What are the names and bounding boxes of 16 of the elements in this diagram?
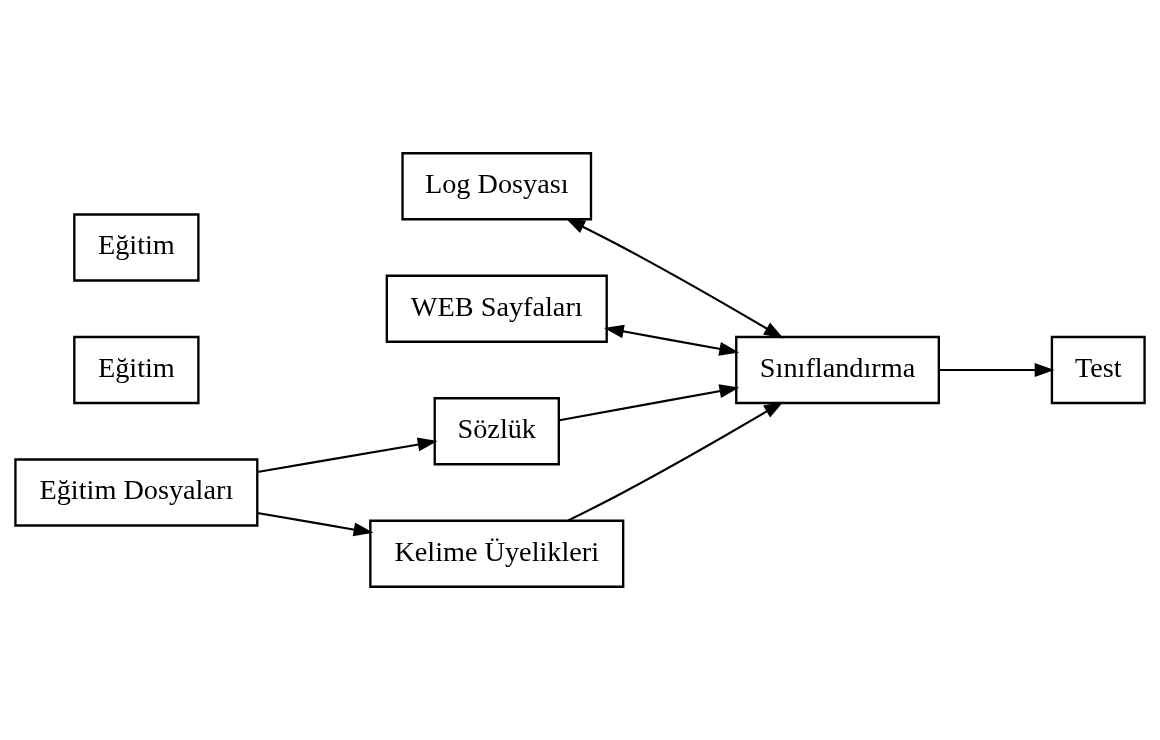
node-box: Eğitim Dosyaları [14, 458, 259, 527]
node-box: Sözlük [433, 397, 560, 466]
arrow [567, 401, 784, 522]
arrow [257, 511, 374, 537]
node-box: Eğitim [73, 213, 200, 282]
arrow [559, 384, 740, 422]
arrow [939, 363, 1055, 377]
node-box: Sınıflandırma [735, 335, 940, 405]
node-box: Test [1050, 335, 1146, 405]
node-box: WEB Sayfaları [385, 274, 608, 343]
arrow [565, 218, 784, 339]
arrow [604, 324, 740, 356]
node-box: Eğitim [73, 335, 200, 405]
node-box: Log Dosyası [401, 152, 593, 221]
arrow [257, 437, 438, 473]
node-box: Kelime Üyelikleri [369, 519, 625, 588]
